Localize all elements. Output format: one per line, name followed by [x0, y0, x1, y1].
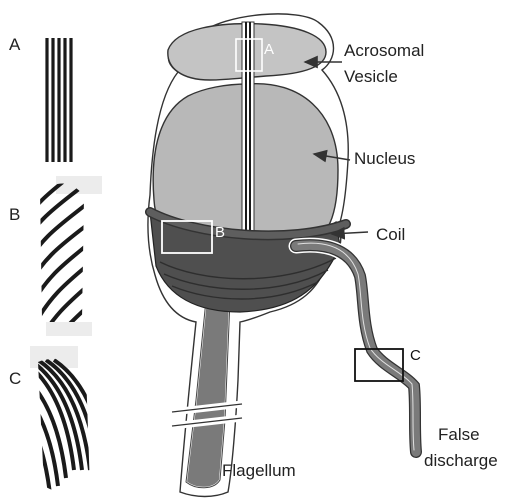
label-acrosomal-line2: Vesicle: [344, 67, 398, 86]
label-false-discharge-line2: discharge: [424, 451, 498, 470]
label-nucleus: Nucleus: [354, 149, 415, 168]
panel-label-c: C: [9, 369, 21, 388]
panel-label-b: B: [9, 205, 20, 224]
label-acrosomal-line1: Acrosomal: [344, 41, 424, 60]
inset-label-b: B: [215, 224, 225, 241]
label-coil: Coil: [376, 225, 405, 244]
label-flagellum: Flagellum: [222, 461, 296, 480]
panel-a-strands: [47, 36, 71, 164]
label-false-discharge-line1: False: [438, 425, 480, 444]
inset-label-c: C: [410, 347, 421, 364]
inset-label-a: A: [264, 41, 274, 58]
label-false-discharge: False discharge: [424, 425, 498, 470]
panel-label-a: A: [9, 35, 21, 54]
label-acrosomal-vesicle: Acrosomal Vesicle: [344, 41, 429, 86]
panel-b-bottom-patch: [46, 322, 92, 336]
